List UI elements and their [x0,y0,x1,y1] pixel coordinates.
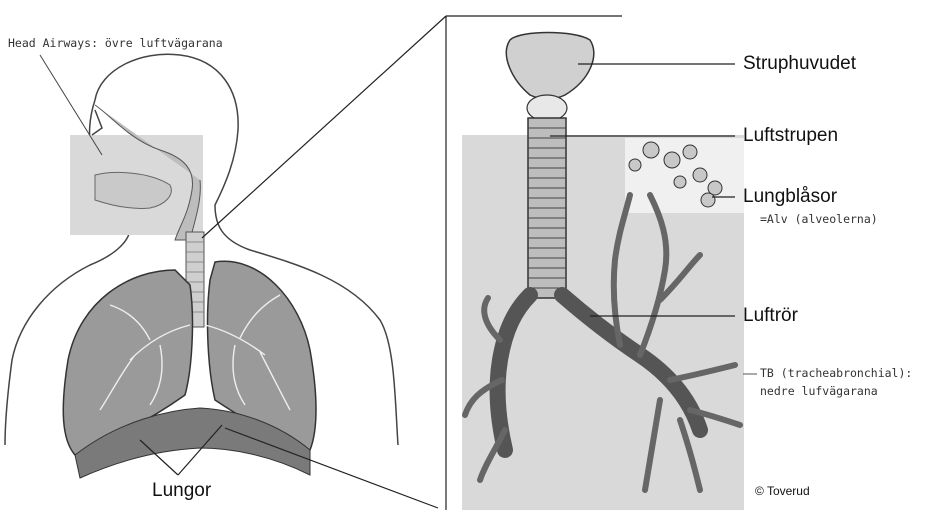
label-tb-line2: nedre lufvägarana [760,384,878,398]
larynx-lower [527,95,567,121]
label-alv: =Alv (alveolerna) [760,212,878,226]
label-head-airways: Head Airways: övre luftvägarana [8,36,223,50]
label-luftstrupen: Luftstrupen [743,125,838,147]
torso-figure [5,54,398,478]
label-lungor: Lungor [152,480,211,502]
zoom-line-bottom [225,428,438,508]
detail-panel [462,33,757,511]
label-lungblasor: Lungblåsor [743,186,837,208]
nose-tip [92,110,102,135]
label-credit: © Toverud [755,484,810,498]
label-tb-line1: TB (tracheabronchial): [760,366,912,380]
larynx [506,33,593,99]
label-luftror: Luftrör [743,305,798,327]
label-struphuvudet: Struphuvudet [743,53,856,75]
